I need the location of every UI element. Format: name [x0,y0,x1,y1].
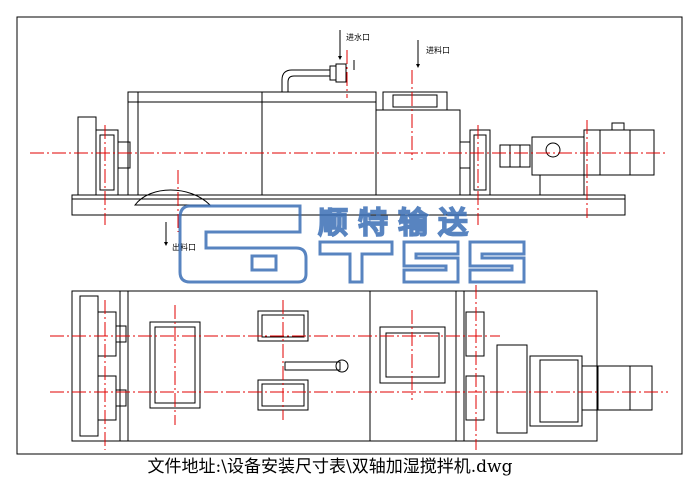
left-end-cap [77,116,97,196]
tss-watermark: 顺特输送 [178,204,526,284]
discharge-outlet-label: 出料口 [172,242,196,252]
water-pipe [281,69,330,92]
trough-body [127,91,377,196]
reducer [531,136,585,176]
plan-view [50,285,668,450]
file-path-caption: 文件地址:\设备安装尺寸表\双轴加湿搅拌机.dwg [147,457,513,477]
material-inlet-label: 进料口 [426,45,450,55]
drawing-frame [16,16,683,455]
elevation-view: 进水口 进料口 出料口 [30,30,668,252]
plan-outline [71,290,598,442]
coupling [499,144,531,168]
discharge-hopper [133,189,212,206]
watermark-company-name: 顺特输送 [318,206,478,241]
water-inlet-label: 进水口 [346,32,370,42]
plan-motor [581,365,653,411]
